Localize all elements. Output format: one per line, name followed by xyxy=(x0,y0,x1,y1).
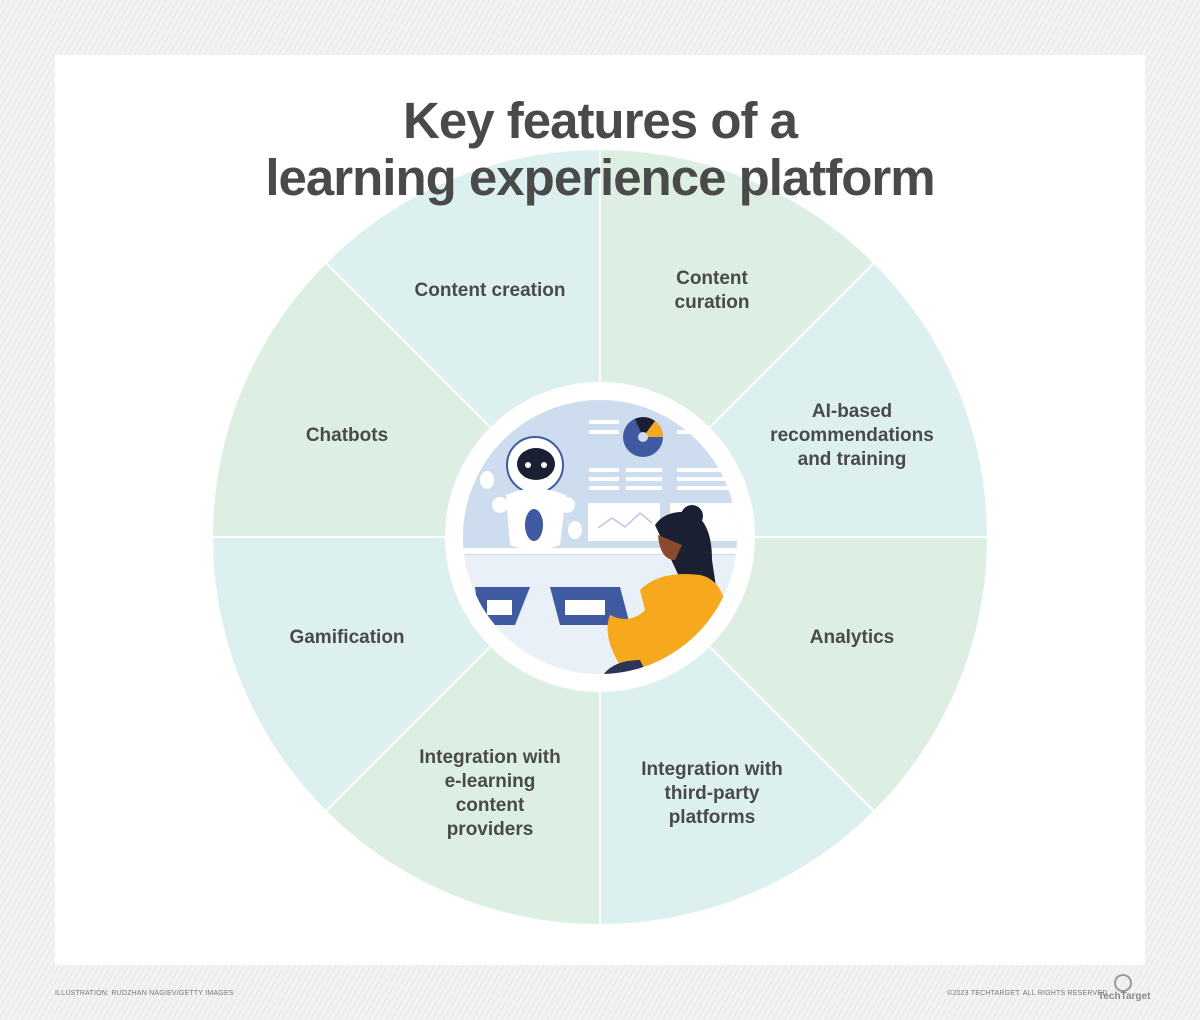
title-line-1: Key features of a xyxy=(403,92,798,149)
illustration-credit: ILLUSTRATION: RUDZHAN NAGIEV/GETTY IMAGE… xyxy=(55,990,234,997)
page-title: Key features of a learning experience pl… xyxy=(0,92,1200,206)
segment-label-chatbots: Chatbots xyxy=(305,425,389,446)
segment-label-content-creation: Content creation xyxy=(414,280,566,301)
title-line-2: learning experience platform xyxy=(265,149,935,206)
segment-label-ai-recommendations: AI-based recommendations and training xyxy=(770,401,934,470)
segment-label-third-party: Integration with third-party platforms xyxy=(641,759,783,828)
robot-icon xyxy=(480,436,582,550)
segment-label-analytics: Analytics xyxy=(809,627,895,648)
segment-label-gamification: Gamification xyxy=(289,627,405,648)
segment-label-e-learning: Integration with e-learning content prov… xyxy=(419,747,561,840)
eye-icon xyxy=(1114,974,1132,992)
copyright: ©2023 TECHTARGET. ALL RIGHTS RESERVED xyxy=(947,990,1108,997)
segment-label-content-curation: Content curation xyxy=(674,268,750,313)
techtarget-logo: TechTarget xyxy=(1098,974,1151,1002)
illustration-person-with-robot xyxy=(463,400,737,674)
logo-text: TechTarget xyxy=(1098,991,1151,1002)
